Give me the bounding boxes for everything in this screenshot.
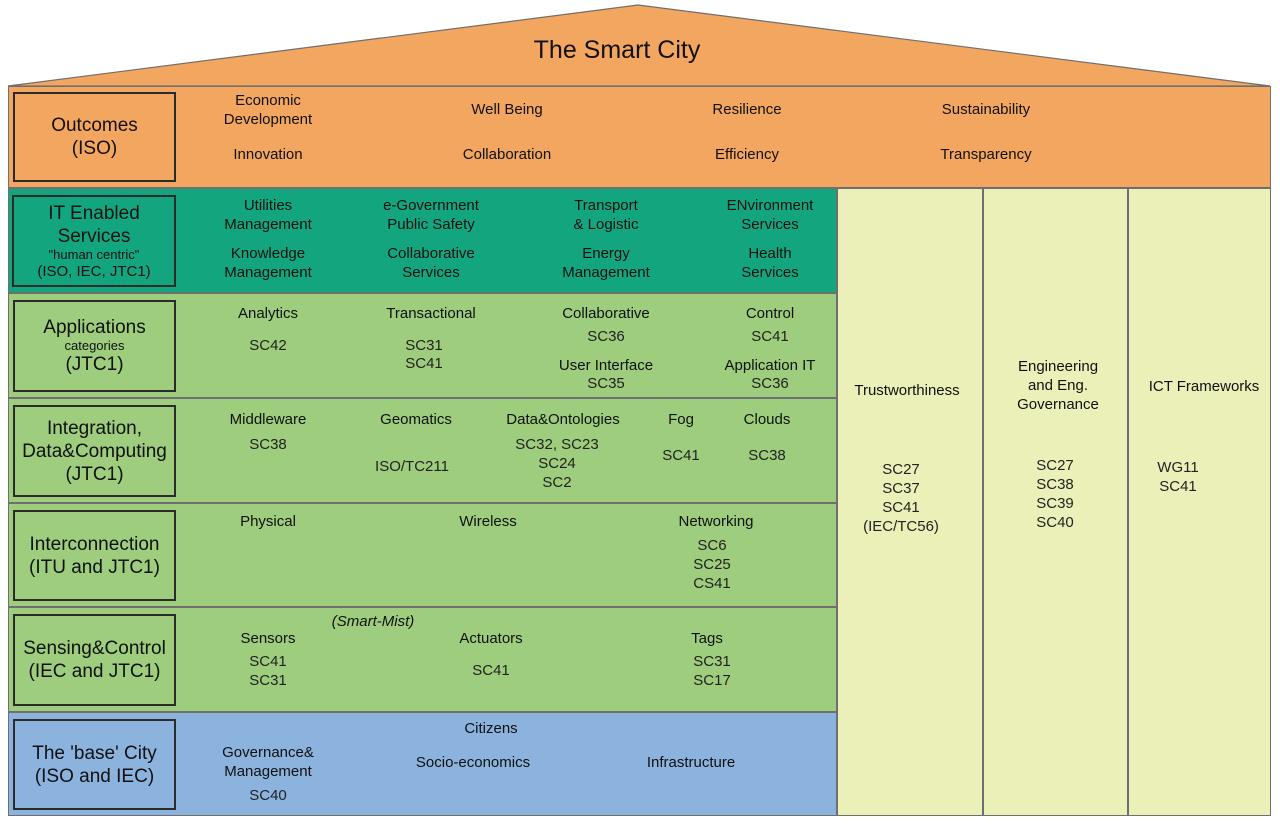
int-clouds: Clouds <box>743 411 791 428</box>
sensing-tags: Tags <box>691 630 723 647</box>
trustworthiness-title: Trustworthiness <box>854 382 960 399</box>
app-transactional: Transactional <box>386 305 476 322</box>
app-transactional-code-1: SC31 <box>405 337 443 354</box>
applications-band <box>8 293 837 398</box>
base-governance-code: SC40 <box>249 787 287 804</box>
it-services-band <box>8 188 837 293</box>
app-collaborative-code: SC36 <box>587 328 625 345</box>
sensing-sensors-code-2: SC31 <box>249 672 287 689</box>
app-transactional-code-2: SC41 <box>405 355 443 372</box>
diagram-title: The Smart City <box>533 36 701 64</box>
app-collaborative: Collaborative <box>562 305 650 322</box>
int-geomatics-code: ISO/TC211 <box>375 458 449 475</box>
outcome-collaboration: Collaboration <box>462 146 552 163</box>
ic-wireless: Wireless <box>459 513 517 530</box>
app-control-code: SC41 <box>751 328 789 345</box>
app-analytics-code: SC42 <box>249 337 287 354</box>
ic-networking-code-1: SC6 <box>697 537 727 554</box>
integration-label: Integration, Data&Computing (JTC1) <box>13 405 176 497</box>
app-analytics: Analytics <box>237 305 299 322</box>
ic-networking-code-3: CS41 <box>693 575 731 592</box>
int-data-code-2: SC24 <box>538 455 576 472</box>
int-clouds-code: SC38 <box>748 447 786 464</box>
int-data-code-3: SC2 <box>542 474 572 491</box>
outcome-resilience: Resilience <box>712 101 782 118</box>
applications-label: Applications categories (JTC1) <box>13 300 176 392</box>
base-socio-economics: Socio-economics <box>415 754 531 771</box>
ict-frameworks-column <box>1128 188 1271 816</box>
sensing-band <box>8 607 837 712</box>
it-services-label: IT Enabled Services "human centric" (ISO… <box>12 195 176 287</box>
app-control: Control <box>745 305 795 322</box>
sensing-tags-code-1: SC31 <box>693 653 731 670</box>
int-data-code-1: SC32, SC23 <box>515 436 599 453</box>
ic-networking: Networking <box>678 513 754 530</box>
ic-physical: Physical <box>240 513 296 530</box>
int-data-ontologies: Data&Ontologies <box>506 411 620 428</box>
sensing-tags-code-2: SC17 <box>693 672 731 689</box>
interconnection-label: Interconnection (ITU and JTC1) <box>13 510 176 601</box>
outcomes-label: Outcomes (ISO) <box>13 92 176 182</box>
ict-frameworks-title: ICT Frameworks <box>1148 378 1260 395</box>
app-application-it: Application IT <box>724 357 816 374</box>
base-city-label: The 'base' City (ISO and IEC) <box>13 719 176 810</box>
trustworthiness-column <box>837 188 983 816</box>
outcome-sustainability: Sustainability <box>941 101 1031 118</box>
base-governance-management: Governance&Management <box>222 744 314 780</box>
sensing-label: Sensing&Control (IEC and JTC1) <box>13 614 176 706</box>
sensing-sensors-code-1: SC41 <box>249 653 287 670</box>
engineering-column <box>983 188 1128 816</box>
app-application-it-code: SC36 <box>751 375 789 392</box>
ic-networking-code-2: SC25 <box>693 556 731 573</box>
int-fog: Fog <box>668 411 694 428</box>
outcome-innovation: Innovation <box>233 146 303 163</box>
outcome-transparency: Transparency <box>940 146 1032 163</box>
app-user-interface-code: SC35 <box>587 375 625 392</box>
base-city-band <box>8 712 837 816</box>
sensing-actuators-code: SC41 <box>472 662 510 679</box>
int-middleware: Middleware <box>229 411 307 428</box>
int-geomatics: Geomatics <box>380 411 452 428</box>
outcome-efficiency: Efficiency <box>715 146 779 163</box>
int-middleware-code: SC38 <box>249 436 287 453</box>
app-user-interface: User Interface <box>558 357 654 374</box>
sensing-smart-mist: (Smart-Mist) <box>331 613 415 630</box>
service-transport-logistic: Transport& Logistic <box>573 197 639 233</box>
base-citizens: Citizens <box>464 720 518 737</box>
sensing-sensors: Sensors <box>240 630 296 647</box>
outcomes-band <box>8 86 1271 188</box>
base-infrastructure: Infrastructure <box>646 754 736 771</box>
int-fog-code: SC41 <box>662 447 700 464</box>
interconnection-band <box>8 503 837 607</box>
outcome-well-being: Well Being <box>471 101 543 118</box>
sensing-actuators: Actuators <box>459 630 523 647</box>
integration-band <box>8 398 837 503</box>
